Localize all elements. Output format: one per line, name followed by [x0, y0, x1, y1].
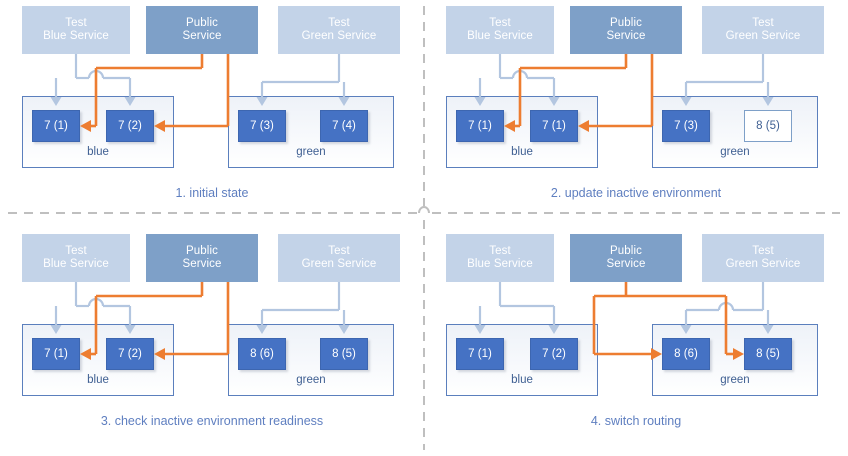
instance-green-2: 7 (4) [320, 110, 368, 142]
environment-blue-label: blue [87, 146, 109, 158]
arrow-testgreen-inst2 [762, 325, 774, 334]
environment-green-label: green [296, 374, 326, 386]
service-test-green-line2: Green Service [725, 258, 801, 270]
instance-green-1: 7 (3) [662, 110, 710, 142]
service-public-line1: Public [610, 16, 642, 29]
environment-green-label: green [720, 374, 750, 386]
environment-blue-label: blue [511, 146, 533, 158]
instance-green-1: 7 (3) [238, 110, 286, 142]
arrow-public-inst1 [504, 120, 515, 132]
instance-green-1: 8 (6) [238, 338, 286, 370]
instance-blue-2: 7 (2) [106, 338, 154, 370]
arrow-testblue-inst1 [474, 97, 486, 106]
instance-blue-1: 7 (1) [32, 110, 80, 142]
arrow-testgreen-inst2 [338, 325, 350, 334]
arrow-testblue-inst2 [548, 325, 560, 334]
instance-green-1: 8 (6) [662, 338, 710, 370]
instance-green-2: 8 (5) [744, 338, 792, 370]
service-test-blue-line2: Blue Service [467, 258, 533, 270]
instance-blue-1: 7 (1) [456, 110, 504, 142]
arrow-testgreen-inst2 [338, 97, 350, 106]
service-test-blue-line1: Test [489, 16, 511, 29]
panel-caption: 4. switch routing [590, 414, 682, 428]
arrow-testblue-inst2 [124, 325, 136, 334]
service-test-green-line2: Green Service [301, 258, 377, 270]
routing-wires [474, 282, 774, 360]
arrow-public-inst2 [154, 348, 165, 360]
service-public-line2: Service [606, 30, 646, 42]
environment-blue-label: blue [87, 374, 109, 386]
environment-green-label: green [720, 146, 750, 158]
instance-blue-2: 7 (2) [106, 110, 154, 142]
arrow-testblue-inst1 [474, 325, 486, 334]
panel-caption: 3. check inactive environment readiness [100, 414, 324, 428]
service-public-line2: Service [182, 30, 222, 42]
arrow-public-inst2 [154, 120, 165, 132]
arrow-public-inst2 [578, 120, 589, 132]
instance-green-2: 8 (5) [744, 110, 792, 142]
arrow-testgreen-inst1 [680, 325, 692, 334]
service-test-green-line1: Test [328, 244, 350, 257]
arrow-testblue-inst2 [548, 97, 560, 106]
arrow-public-inst1 [80, 348, 91, 360]
service-test-green-line2: Green Service [301, 30, 377, 42]
service-test-blue-line2: Blue Service [43, 30, 109, 42]
routing-wires [50, 54, 350, 132]
service-test-green-line1: Test [752, 244, 774, 257]
arrow-testgreen-inst2 [762, 97, 774, 106]
routing-wires [50, 282, 350, 360]
instance-blue-2: 7 (2) [530, 338, 578, 370]
arrow-public-green1 [651, 348, 662, 360]
arrow-testblue-inst2 [124, 97, 136, 106]
arrow-testgreen-inst1 [256, 325, 268, 334]
environment-green-label: green [296, 146, 326, 158]
arrow-public-green2 [733, 348, 744, 360]
arrow-testblue-inst1 [50, 97, 62, 106]
instance-blue-1: 7 (1) [456, 338, 504, 370]
service-public-line2: Service [182, 258, 222, 270]
instance-green-2: 8 (5) [320, 338, 368, 370]
instance-blue-1: 7 (1) [32, 338, 80, 370]
arrow-testblue-inst1 [50, 325, 62, 334]
service-test-green-line1: Test [328, 16, 350, 29]
service-test-green-line1: Test [752, 16, 774, 29]
arrow-testgreen-inst1 [256, 97, 268, 106]
panel-caption: 2. update inactive environment [550, 186, 722, 200]
service-public-line1: Public [610, 244, 642, 257]
divider-hop-arc [418, 206, 430, 214]
routing-wires [474, 54, 774, 132]
service-test-blue-line2: Blue Service [43, 258, 109, 270]
service-test-blue-line1: Test [65, 16, 87, 29]
panel-caption: 1. initial state [175, 186, 249, 200]
service-public-line2: Service [606, 258, 646, 270]
service-test-blue-line1: Test [489, 244, 511, 257]
service-test-blue-line1: Test [65, 244, 87, 257]
service-test-blue-line2: Blue Service [467, 30, 533, 42]
arrow-public-inst1 [80, 120, 91, 132]
service-test-green-line2: Green Service [725, 30, 801, 42]
environment-blue-label: blue [511, 374, 533, 386]
arrow-testgreen-inst1 [680, 97, 692, 106]
instance-blue-2: 7 (1) [530, 110, 578, 142]
service-public-line1: Public [186, 16, 218, 29]
service-public-line1: Public [186, 244, 218, 257]
